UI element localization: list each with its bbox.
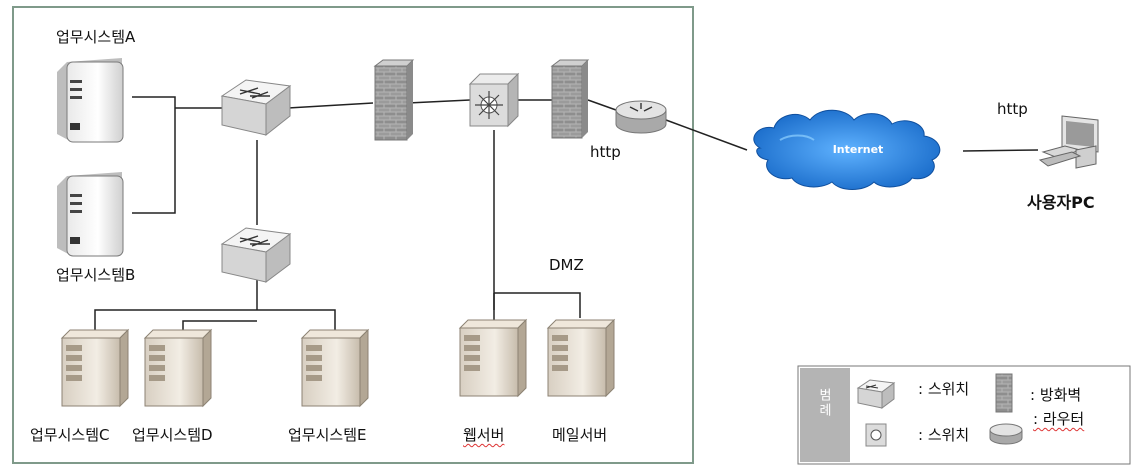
label-system-b: 업무시스템B — [56, 266, 136, 284]
network-frame — [12, 6, 694, 464]
legend-router-label: : 라우터 — [1033, 410, 1085, 428]
server-b-icon — [57, 172, 124, 257]
label-system-e: 업무시스템E — [288, 426, 367, 444]
internet-label: Internet — [833, 143, 884, 156]
legend-l2-switch-label: : 스위치 — [918, 380, 970, 398]
server-e-icon — [300, 328, 370, 408]
label-http-pc: http — [997, 100, 1028, 118]
label-user-pc: 사용자PC — [1027, 193, 1095, 212]
server-a-icon — [57, 58, 124, 143]
legend-box — [797, 365, 1131, 465]
label-mail-server: 메일서버 — [552, 426, 608, 444]
legend-firewall-icon — [995, 373, 1013, 413]
label-web-server: 웹서버 — [463, 426, 505, 444]
label-dmz: DMZ — [549, 256, 584, 274]
mail-server-icon — [546, 318, 616, 398]
l2-switch-bottom-icon — [220, 227, 292, 283]
label-http-router: http — [590, 143, 621, 161]
router-icon — [615, 100, 667, 134]
legend-l3-switch-icon — [865, 423, 887, 447]
l2-switch-top-icon — [220, 79, 292, 137]
legend-router-icon — [989, 423, 1023, 445]
server-c-icon — [60, 328, 130, 408]
server-d-icon — [143, 328, 213, 408]
label-system-a: 업무시스템A — [56, 28, 136, 46]
internet-cloud-icon — [753, 109, 941, 190]
web-server-icon — [458, 318, 528, 398]
user-pc-icon — [1038, 115, 1099, 169]
connection-lines — [94, 96, 1039, 330]
legend-l2-switch-icon — [856, 379, 896, 409]
legend-firewall-label: : 방화벽 — [1030, 386, 1082, 404]
l3-switch-icon — [468, 72, 520, 128]
label-system-d: 업무시스템D — [132, 426, 213, 444]
legend-l3-switch-label: : 스위치 — [918, 426, 970, 444]
legend-title-bar: 범례 — [800, 368, 850, 462]
legend-title: 범례 — [816, 388, 831, 418]
firewall-1-icon — [373, 59, 415, 141]
label-system-c: 업무시스템C — [30, 426, 110, 444]
firewall-2-icon — [550, 59, 590, 139]
